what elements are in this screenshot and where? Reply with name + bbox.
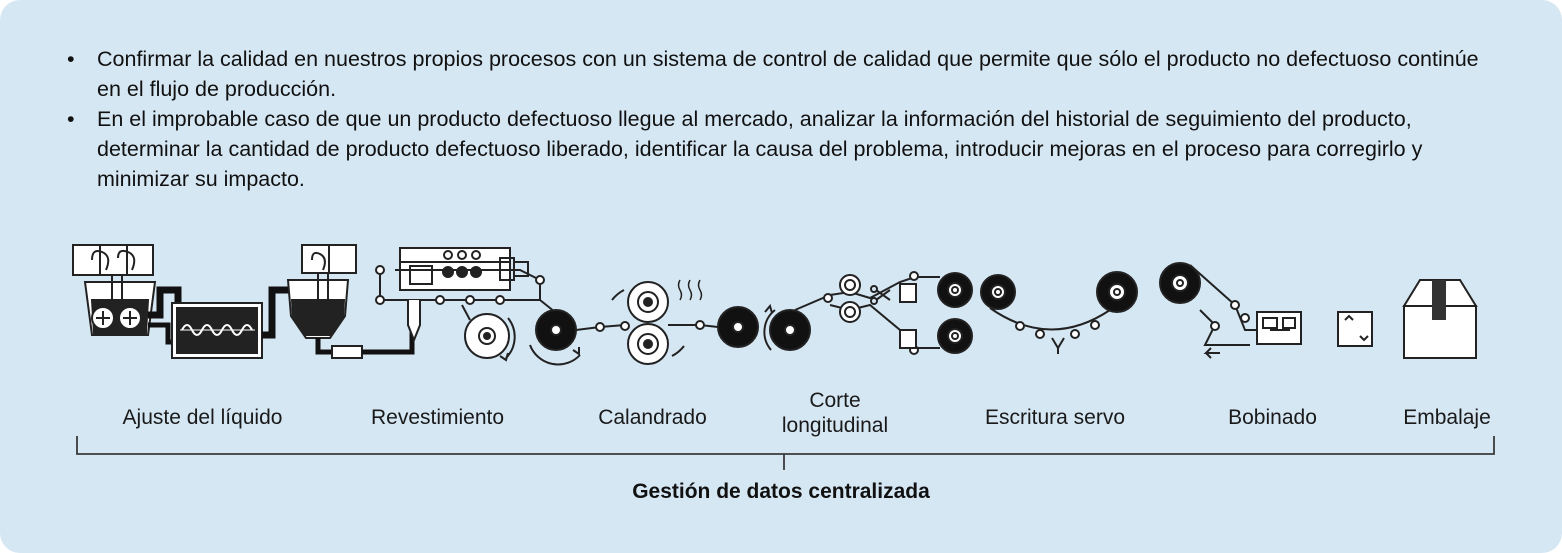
mixer-unit-icon — [171, 302, 263, 359]
tape-case-icon — [1337, 311, 1373, 347]
stage-label-slitting: Corte longitudinal — [760, 388, 910, 438]
bullet-item: • En el improbable caso de que un produc… — [65, 104, 1505, 194]
stage-label-servo-writing: Escritura servo — [984, 406, 1126, 429]
bracket-line — [76, 436, 1495, 470]
calender-rolls-icon — [611, 279, 703, 365]
cartridge-icon — [1256, 311, 1302, 345]
mixing-tanks-icon — [72, 244, 157, 336]
stage-label-packing: Embalaje — [1403, 406, 1491, 429]
servo-head-icon — [1051, 337, 1065, 354]
bullet-marker: • — [67, 47, 75, 71]
stage-label-slitting-line2: longitudinal — [781, 414, 889, 437]
bullet-marker: • — [67, 107, 75, 131]
stage-label-coating: Revestimiento — [370, 406, 505, 429]
centralized-data-management-label: Gestión de datos centralizada — [632, 480, 930, 503]
stage-label-calendering: Calandrado — [598, 406, 707, 429]
box-icon — [1402, 279, 1478, 359]
production-line-diagram — [72, 244, 1495, 470]
stage-label-liquid-adjustment: Ajuste del líquido — [122, 406, 283, 429]
scissors-icon — [870, 285, 891, 305]
bullet-list: • Confirmar la calidad en nuestros propi… — [65, 44, 1505, 194]
bullet-text: En el improbable caso de que un producto… — [97, 107, 1423, 191]
bullet-text: Confirmar la calidad en nuestros propios… — [97, 47, 1479, 101]
bullet-item: • Confirmar la calidad en nuestros propi… — [65, 44, 1505, 104]
stage-label-winding: Bobinado — [1228, 406, 1317, 429]
stage-label-slitting-line1: Corte — [809, 389, 861, 412]
feed-tank-icon — [286, 244, 357, 339]
